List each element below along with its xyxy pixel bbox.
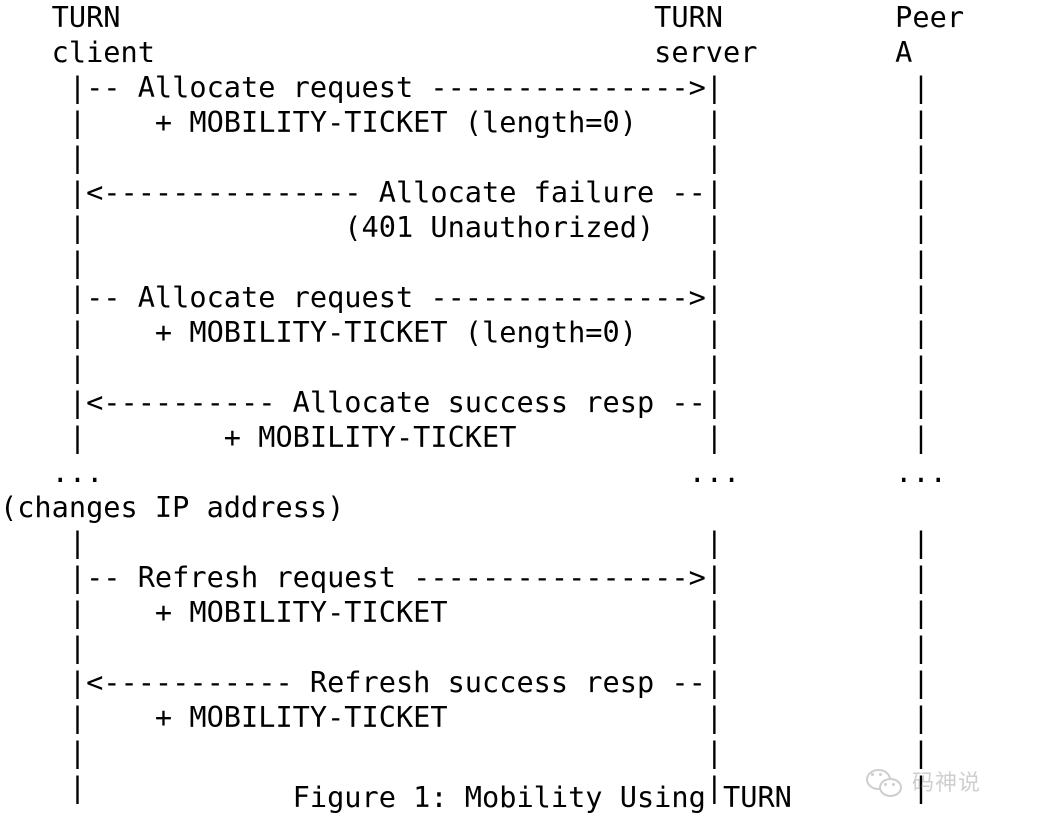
figure-caption: Figure 1: Mobility Using TURN xyxy=(0,780,792,814)
ascii-sequence-diagram: TURN TURN Peer client server A |-- Alloc… xyxy=(0,0,965,804)
